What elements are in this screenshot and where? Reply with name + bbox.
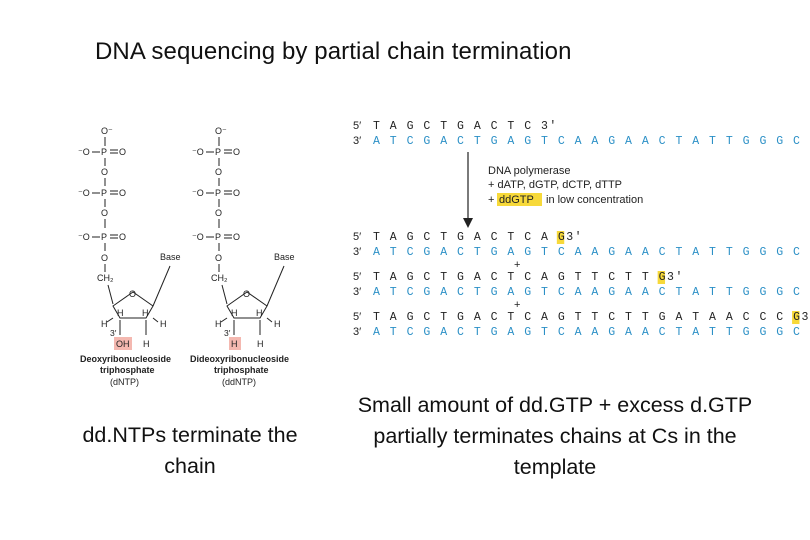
o-minus-side-3: ⁻O	[192, 232, 204, 242]
ddntp-abbr: (ddNTP)	[222, 377, 256, 387]
ring-o: O	[243, 289, 250, 299]
h-5: H	[257, 339, 264, 349]
product-2-seq: T A G C T G A C T C A G T T C T T G3′	[373, 271, 684, 284]
product-2-5prime: 5′	[353, 271, 361, 283]
h-4: H	[274, 319, 281, 329]
oh-label: OH	[116, 339, 130, 349]
o-bridge-1: O	[215, 167, 222, 177]
ring-o: O	[129, 289, 136, 299]
enzyme-line-2: + dATP, dGTP, dCTP, dTTP	[488, 179, 622, 191]
ddg-3: G	[793, 311, 801, 324]
ddntp-name-2: triphosphate	[214, 365, 269, 375]
dntp-name-1: Deoxyribonucleoside	[80, 354, 171, 364]
enzyme-line-1: DNA polymerase	[488, 165, 571, 177]
dntp-name-2: triphosphate	[100, 365, 155, 375]
sequencing-scheme: 5′ T A G C T G A C T C 3′ 3′ A T C G A C…	[353, 120, 810, 339]
product-1-seq: T A G C T G A C T C A G3′	[373, 231, 583, 244]
h-1: H	[215, 319, 222, 329]
o-bridge-2: O	[215, 208, 222, 218]
product-1-template: A T C G A C T G A G T C A A G A A C T A …	[373, 246, 810, 259]
h-4: H	[160, 319, 167, 329]
h-3: H	[142, 308, 149, 318]
p-3: P	[101, 232, 107, 242]
ddg-2: G	[659, 271, 667, 284]
o-3: O	[233, 232, 240, 242]
ddg-1: G	[558, 231, 566, 244]
h-dideoxy: H	[231, 339, 238, 349]
product-3-seq: T A G C T G A C T C A G T T C T T G A T …	[373, 311, 810, 324]
ddg-1-highlight	[556, 231, 565, 244]
p-2: P	[215, 188, 221, 198]
ddntp-name-1: Dideoxyribonucleoside	[190, 354, 289, 364]
enzyme-ddgtp: ddGTP	[499, 194, 534, 206]
h-5: H	[143, 339, 150, 349]
o-bridge-3: O	[215, 253, 222, 263]
o-minus-side-2: ⁻O	[192, 188, 204, 198]
slide-title: DNA sequencing by partial chain terminat…	[95, 38, 572, 65]
dntp-abbr: (dNTP)	[110, 377, 139, 387]
ch2-label: CH₂	[211, 273, 228, 283]
product-1-template-3prime: 3′	[353, 246, 361, 258]
ddntp-structure: O⁻ ⁻O P O O ⁻O P O O ⁻O P O O CH₂ O Base…	[190, 126, 295, 387]
o-1: O	[233, 147, 240, 157]
o-minus-side-1: ⁻O	[192, 147, 204, 157]
oh-highlight	[114, 337, 132, 350]
base-label: Base	[160, 252, 181, 262]
three-prime-label-right: 3′	[224, 328, 231, 338]
template-seq: A T C G A C T G A G T C A A G A A C T A …	[373, 135, 810, 148]
o-bridge-2: O	[101, 208, 108, 218]
o-minus-top: O⁻	[215, 126, 227, 136]
h-1: H	[101, 319, 108, 329]
o-minus-side-1: ⁻O	[78, 147, 90, 157]
o-minus-side-2: ⁻O	[78, 188, 90, 198]
o-bridge-3: O	[101, 253, 108, 263]
plus-2: +	[514, 299, 520, 311]
p-3: P	[215, 232, 221, 242]
base-label: Base	[274, 252, 295, 262]
h-2: H	[231, 308, 238, 318]
product-2-template-3prime: 3′	[353, 286, 361, 298]
product-3-template: A T C G A C T G A G T C A A G A A C T A …	[373, 326, 810, 339]
o-3: O	[119, 232, 126, 242]
o-minus-top: O⁻	[101, 126, 113, 136]
primer-5prime: 5′	[353, 120, 361, 132]
o-bridge-1: O	[101, 167, 108, 177]
h-2: H	[117, 308, 124, 318]
product-3-5prime: 5′	[353, 311, 361, 323]
o-minus-side-3: ⁻O	[78, 232, 90, 242]
o-1: O	[119, 147, 126, 157]
template-3prime: 3′	[353, 135, 361, 147]
p-1: P	[215, 147, 221, 157]
dntp-structure: O⁻ ⁻O P O O ⁻O P O O ⁻O P O O CH₂ O Base	[78, 126, 181, 387]
three-prime-label-left: 3′	[110, 328, 117, 338]
o-2: O	[119, 188, 126, 198]
primer-seq: T A G C T G A C T C 3′	[373, 120, 558, 133]
h-3: H	[256, 308, 263, 318]
ddg-2-highlight	[657, 271, 666, 284]
product-1-5prime: 5′	[353, 231, 361, 243]
enzyme-line-3: in low concentration	[546, 194, 643, 206]
ch2-label: CH₂	[97, 273, 114, 283]
o-2: O	[233, 188, 240, 198]
product-2-template: A T C G A C T G A G T C A A G A A C T A …	[373, 286, 810, 299]
caption-right: Small amount of dd.GTP + excess d.GTP pa…	[357, 393, 753, 479]
product-3-template-3prime: 3′	[353, 326, 361, 338]
plus-1: +	[514, 259, 520, 271]
p-2: P	[101, 188, 107, 198]
ddg-3-highlight	[792, 311, 800, 324]
h-highlight	[229, 337, 241, 350]
caption-left: dd.NTPs terminate the chain	[82, 423, 298, 478]
p-1: P	[101, 147, 107, 157]
ddgtp-highlight	[497, 193, 542, 206]
enzyme-plus: +	[488, 194, 494, 206]
